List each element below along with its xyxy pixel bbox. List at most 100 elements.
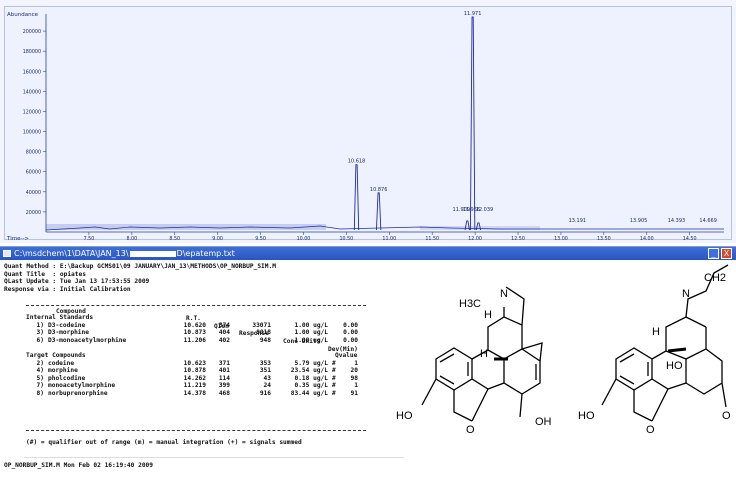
conc-value: 0.18 ug/L xyxy=(294,374,328,382)
report-titlebar[interactable]: C:\msdchem\1\DATA\JAN_13\D\epatemp.txt _… xyxy=(0,247,736,260)
peak-label: 11.909 xyxy=(453,207,471,213)
right-o-label: O xyxy=(646,424,655,436)
rt-value: 14.262 xyxy=(183,374,206,382)
y-tick-label: 160000 xyxy=(23,69,41,75)
left-n-label: N xyxy=(500,288,508,300)
y-tick-label: 200000 xyxy=(23,29,41,35)
x-tick-label: 12.00 xyxy=(468,236,482,242)
peak-label: 12.039 xyxy=(476,207,494,213)
footnote-line: (#) = qualifier out of range (m) = manua… xyxy=(26,439,302,446)
dev-value: 0.00 xyxy=(343,329,358,336)
x-tick-label: 14.00 xyxy=(640,236,654,242)
rt-value: 10.873 xyxy=(183,329,206,336)
report-text: Quant Method : E:\Backup GCMS01\09 JANUA… xyxy=(4,263,404,483)
y-tick-label: 60000 xyxy=(26,170,41,176)
flag-value: # xyxy=(332,374,336,382)
qvalue-title: Qvalue xyxy=(335,352,358,359)
y-tick-label: 100000 xyxy=(23,130,41,136)
compound-name: morphine xyxy=(48,367,78,374)
chromatogram-frame xyxy=(4,6,732,240)
x-axis-title: Time--> xyxy=(6,236,29,242)
response-value: 33071 xyxy=(252,321,271,329)
response-value: 43 xyxy=(263,374,271,382)
response-value: 351 xyxy=(259,367,271,374)
response-via-line: Response via : Initial Calibration xyxy=(4,285,131,293)
qion-value: 404 xyxy=(218,329,230,336)
divider xyxy=(26,305,366,314)
peak-trace xyxy=(353,164,360,231)
flag-value: # xyxy=(332,367,336,374)
rt-value: 10.623 xyxy=(183,359,206,367)
qion-value: 114 xyxy=(218,374,230,382)
conc-value: 83.44 ug/L xyxy=(290,389,328,397)
qion-value: 401 xyxy=(218,367,230,374)
compound-name: D3-monoacetylmorphine xyxy=(48,336,127,344)
flag-value: # xyxy=(332,389,336,397)
qion-value: 402 xyxy=(218,336,230,344)
peak-label: 11.956 xyxy=(463,207,481,213)
flag-value: # xyxy=(332,382,336,389)
quant-title-line: Quant Title : opiates xyxy=(4,270,86,278)
response-value: 353 xyxy=(259,359,271,367)
divider-bottom xyxy=(26,430,366,439)
qvalue: 20 xyxy=(350,367,358,374)
quant-method-line: Quant Method : E:\Backup GCMS01\09 JANUA… xyxy=(4,263,276,270)
close-button[interactable]: X xyxy=(721,248,732,259)
qion-value: 371 xyxy=(218,359,230,367)
row-number: 7) xyxy=(36,382,44,389)
left-oh-label: OH xyxy=(535,416,552,428)
minimize-button[interactable]: _ xyxy=(708,248,719,259)
right-structure xyxy=(601,264,729,422)
qion-value: 399 xyxy=(218,382,230,389)
qion-value: 468 xyxy=(218,389,230,397)
left-h-mid-label: H xyxy=(480,348,488,360)
response-value: 24 xyxy=(263,382,271,389)
col-dev: Dev(Min) xyxy=(328,345,358,353)
y-tick-label: 180000 xyxy=(23,49,41,55)
conc-value: 1.00 ug/L xyxy=(294,329,328,336)
compound-name: D3-codeine xyxy=(48,321,86,329)
rt-value: 11.206 xyxy=(183,336,206,344)
divider-footer xyxy=(24,457,404,466)
x-tick-label: 13.50 xyxy=(597,236,611,242)
dev-value: 0.00 xyxy=(343,321,358,329)
conc-value: 0.35 ug/L xyxy=(294,382,328,389)
peak-label: 13.905 xyxy=(630,218,648,224)
response-value: 8018 xyxy=(256,329,271,336)
rt-value: 10.620 xyxy=(183,321,206,329)
redacted-block xyxy=(129,250,176,257)
right-ho-mid-label: HO xyxy=(666,360,683,372)
window-title: C:\msdchem\1\DATA\JAN_13\D\epatemp.txt xyxy=(14,249,235,258)
istd-title: Internal Standards xyxy=(26,314,94,321)
compound-name: norbuprenorphine xyxy=(48,389,108,397)
peak-label: 14.669 xyxy=(699,218,717,224)
col-compound: Compound xyxy=(56,307,86,315)
compound-name: codeine xyxy=(48,359,75,367)
document-icon xyxy=(3,250,11,257)
right-ketone-label: O xyxy=(722,410,731,422)
x-tick-label: 14.50 xyxy=(683,236,697,242)
peak-label: 14.393 xyxy=(668,218,686,224)
x-tick-label: 7.50 xyxy=(84,236,95,242)
left-o-label: O xyxy=(466,424,475,436)
x-tick-label: 11.00 xyxy=(382,236,396,242)
response-value: 916 xyxy=(259,389,271,397)
row-number: 5) xyxy=(36,374,44,382)
chromatogram-plot: Abundance 200000180000160000140000120000… xyxy=(6,11,724,242)
dev-value: 0.00 xyxy=(343,336,358,344)
row-number: 3) xyxy=(36,329,44,336)
column-header-row: Compound R.T. QIon Response Conc Units D… xyxy=(4,300,404,353)
flag-value: # xyxy=(332,359,336,367)
baseline-trace xyxy=(45,225,724,231)
qvalue: 91 xyxy=(350,389,358,397)
rt-value: 10.878 xyxy=(183,367,206,374)
peak-trace xyxy=(475,222,482,231)
conc-value: 1.00 ug/L xyxy=(294,321,328,329)
col-qion: QIon xyxy=(214,322,229,330)
